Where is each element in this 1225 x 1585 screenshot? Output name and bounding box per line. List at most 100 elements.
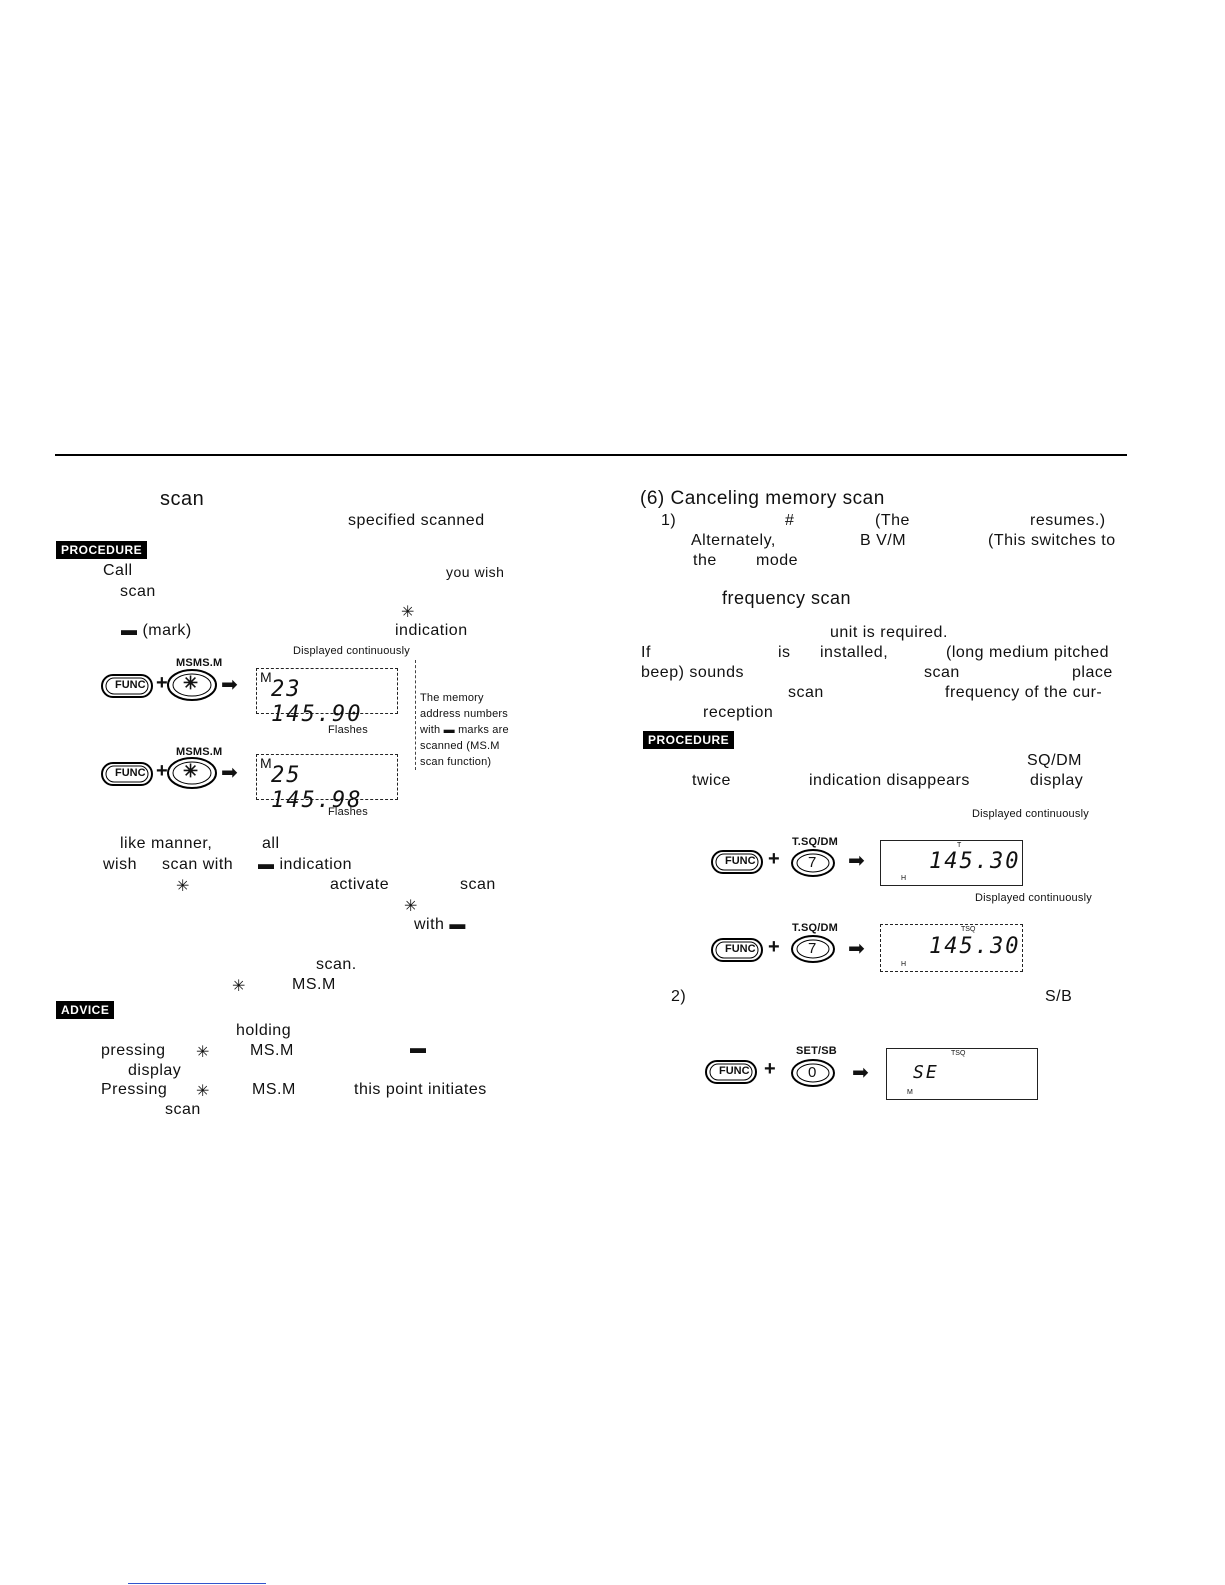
right-text: scan — [788, 684, 824, 701]
star-button[interactable]: ✳ — [166, 668, 218, 707]
p2-text: ▬ indication — [258, 856, 353, 873]
p2-text: MS.M — [292, 976, 336, 993]
step-call-tail: you wish — [446, 564, 505, 580]
right-text: the — [693, 552, 717, 569]
memory-note: The memory address numbers with ▬ marks … — [420, 690, 509, 770]
func-button[interactable]: FUNC — [704, 1058, 758, 1091]
lcd-display-2: M 25 145.98 — [256, 754, 398, 813]
func-button[interactable]: FUNC — [100, 672, 154, 705]
displayed-continuously-label: Displayed continuously — [972, 808, 1089, 820]
right-text: indication disappears — [809, 772, 970, 789]
note-line: scan function) — [420, 756, 492, 768]
advice-text: scan — [165, 1101, 201, 1118]
p2-text: activate — [330, 876, 390, 893]
func-button[interactable]: FUNC — [710, 848, 764, 881]
right-text: reception — [703, 704, 774, 721]
key-digit: 0 — [808, 1064, 817, 1081]
func-button[interactable]: FUNC — [100, 760, 154, 793]
step2-label: 2) — [671, 988, 687, 1005]
arrow-icon: ➡ — [848, 938, 866, 960]
zero-button[interactable]: 0 — [790, 1058, 836, 1093]
advice-text: ✳ — [196, 1083, 210, 1100]
plus-sign: + — [156, 672, 169, 694]
p2-text: scan. — [316, 956, 357, 973]
lcd-display-4: TSQ 145.30 H — [880, 924, 1023, 972]
lcd-top-indicator: TSQ — [951, 1050, 966, 1057]
right-text: scan — [924, 664, 960, 681]
func-label: FUNC — [725, 943, 756, 955]
advice-text: MS.M — [250, 1042, 294, 1059]
lcd-digits: 25 145.98 — [271, 763, 363, 813]
note-line: The memory — [420, 692, 484, 704]
lcd-m-indicator: M — [260, 669, 272, 685]
plus-sign: + — [768, 936, 781, 958]
advice-text: ✳ — [196, 1044, 210, 1061]
advice-text: holding — [236, 1022, 292, 1039]
advice-text: this point initiates — [354, 1081, 487, 1098]
note-line: with ▬ marks are — [420, 724, 509, 736]
star-button[interactable]: ✳ — [166, 756, 218, 795]
bottom-link-underline[interactable] — [128, 1583, 266, 1584]
msmsm-key-label: MSMS.M — [176, 746, 223, 758]
right-text: B V/M — [860, 532, 907, 549]
lcd-digits: 23 145.90 — [271, 677, 363, 727]
seven-button[interactable]: 7 — [790, 848, 836, 883]
lcd-m-indicator: M — [260, 755, 272, 771]
lcd-h-indicator: H — [901, 961, 907, 968]
lcd-h-indicator: H — [901, 875, 907, 882]
step-indication: indication — [395, 622, 468, 639]
arrow-icon: ➡ — [221, 674, 239, 696]
p2-text: scan — [460, 876, 496, 893]
right-heading: (6) Canceling memory scan — [640, 488, 885, 509]
plus-sign: + — [768, 848, 781, 870]
right-text: Alternately, — [691, 532, 776, 549]
arrow-icon: ➡ — [221, 762, 239, 784]
seven-button[interactable]: 7 — [790, 934, 836, 969]
right-text: place — [1072, 664, 1113, 681]
plus-sign: + — [156, 760, 169, 782]
flashes-label: Flashes — [328, 724, 368, 736]
p2-text: like manner, — [120, 835, 213, 852]
func-label: FUNC — [719, 1065, 750, 1077]
lcd-display-5: TSQ SE M — [886, 1048, 1038, 1100]
step-scan: scan — [120, 583, 156, 600]
func-label: FUNC — [725, 855, 756, 867]
func-label: FUNC — [115, 679, 146, 691]
right-text: display — [1030, 772, 1084, 789]
advice-text: display — [128, 1062, 182, 1079]
right-text: (This switches to — [988, 532, 1116, 549]
right-text: If — [641, 644, 651, 661]
advice-text: ▬ — [410, 1040, 427, 1057]
p2-text: scan with — [162, 856, 234, 873]
advice-text: Pressing — [101, 1081, 168, 1098]
msmsm-key-label: MSMS.M — [176, 657, 223, 669]
plus-sign: + — [764, 1058, 777, 1080]
right-text: twice — [692, 772, 731, 789]
right-text: frequency of the cur- — [945, 684, 1103, 701]
step-star: ✳ — [401, 604, 415, 621]
left-heading: scan — [160, 488, 205, 510]
step-call: Call — [103, 562, 133, 579]
setsb-key-label: SET/SB — [796, 1045, 837, 1057]
arrow-icon: ➡ — [848, 850, 866, 872]
star-key-icon: ✳ — [183, 761, 199, 781]
step2-sb: S/B — [1045, 988, 1073, 1005]
arrow-icon: ➡ — [852, 1062, 870, 1084]
right-text: (long medium pitched — [946, 644, 1109, 661]
right-text: # — [785, 512, 795, 529]
lcd-top-indicator: T — [957, 842, 962, 849]
func-button[interactable]: FUNC — [710, 936, 764, 969]
p2-text: ✳ — [176, 878, 190, 895]
advice-text: MS.M — [252, 1081, 296, 1098]
displayed-continuously-label: Displayed continuously — [293, 645, 410, 657]
star-key-icon: ✳ — [183, 673, 199, 693]
note-line: scanned (MS.M — [420, 740, 500, 752]
p2-text: all — [262, 835, 280, 852]
key-digit: 7 — [808, 940, 817, 957]
right-text: installed, — [820, 644, 889, 661]
right-subheading: frequency scan — [722, 588, 852, 608]
step-mark: ▬ (mark) — [121, 622, 192, 639]
right-text: unit is required. — [830, 624, 948, 641]
right-text: SQ/DM — [1027, 752, 1082, 769]
tsq-key-label: T.SQ/DM — [792, 836, 839, 848]
